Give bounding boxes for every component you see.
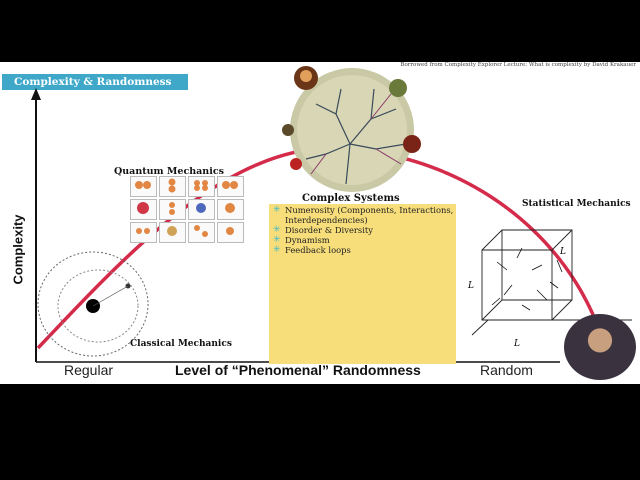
presenter-webcam [564,314,636,380]
y-axis-label: Complexity [10,214,26,285]
star-bullet-icon: ✳ [273,235,281,245]
feature-item: ✳Disorder & Diversity [273,225,373,235]
x-right-label: Random [480,362,533,378]
svg-text:L: L [513,339,520,349]
slide-title: Complexity & Randomness [2,74,188,90]
credit-note: Borrowed from Complexity Explorer Lectur… [400,62,636,68]
feature-item: ✳Numerosity (Components, Interactions, I… [273,205,454,225]
x-left-label: Regular [64,362,114,378]
classical-mechanics-label: Classical Mechanics [130,339,232,349]
slide: Complexity & Randomness Borrowed from Co… [0,62,640,384]
orbit-diagram-image [37,251,149,357]
star-bullet-icon: ✳ [273,205,281,215]
feature-item: ✳Dynamism [273,235,330,245]
svg-text:L: L [559,247,566,257]
star-bullet-icon: ✳ [273,225,281,235]
feature-item: ✳Feedback loops [273,245,351,255]
star-bullet-icon: ✳ [273,245,281,255]
complexity-tree-image [282,66,421,192]
svg-text:L: L [467,281,474,291]
cube-particles-image: L L L [467,229,632,349]
features-list: ✳Numerosity (Components, Interactions, I… [273,205,455,255]
complex-systems-label: Complex Systems [302,193,400,204]
orbitals-image [130,176,246,246]
x-axis-label: Level of “Phenomenal” Randomness [175,362,421,378]
features-box: ✳Numerosity (Components, Interactions, I… [269,204,456,364]
quantum-mechanics-label: Quantum Mechanics [114,166,224,177]
statistical-mechanics-label: Statistical Mechanics [522,199,631,209]
y-axis-arrow [31,88,41,100]
